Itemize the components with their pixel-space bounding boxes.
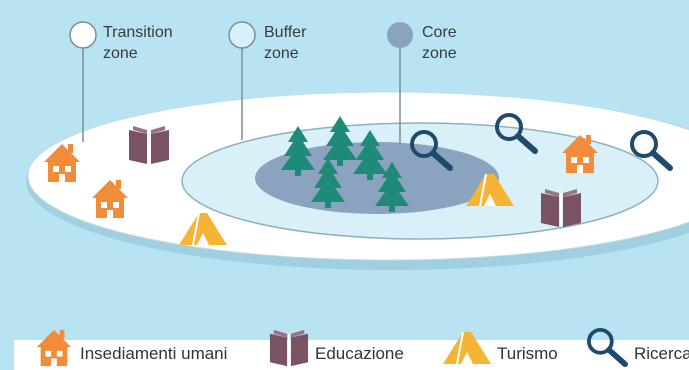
buffer-zone-label-line2: zone (264, 45, 299, 62)
book-icon (540, 188, 582, 228)
legend-label-research: Ricerca (634, 344, 689, 363)
transition-zone-label: Transition zone (103, 22, 203, 64)
legend-label-education: Educazione (315, 344, 404, 363)
book-icon (128, 125, 170, 165)
core-zone-label-line1: Core (422, 24, 457, 41)
legend: Insediamenti umani Educazione Turismo Ri… (14, 340, 689, 370)
core-pin-marker (387, 22, 413, 48)
house-icon (36, 329, 72, 367)
tent-icon (442, 331, 492, 365)
transition-zone-label-line1: Transition (103, 24, 173, 41)
buffer-pin-marker (228, 21, 256, 49)
buffer-zone-label: Buffer zone (264, 22, 364, 64)
book-icon (269, 328, 309, 368)
transition-zone-label-line2: zone (103, 45, 138, 62)
core-zone-label-line2: zone (422, 45, 457, 62)
buffer-zone-label-line1: Buffer (264, 24, 307, 41)
legend-label-tourism: Turismo (497, 344, 558, 363)
legend-label-settlements: Insediamenti umani (80, 344, 228, 363)
magnifier-icon (586, 328, 628, 368)
transition-pin-marker (69, 21, 97, 49)
core-zone-label: Core zone (422, 22, 522, 64)
